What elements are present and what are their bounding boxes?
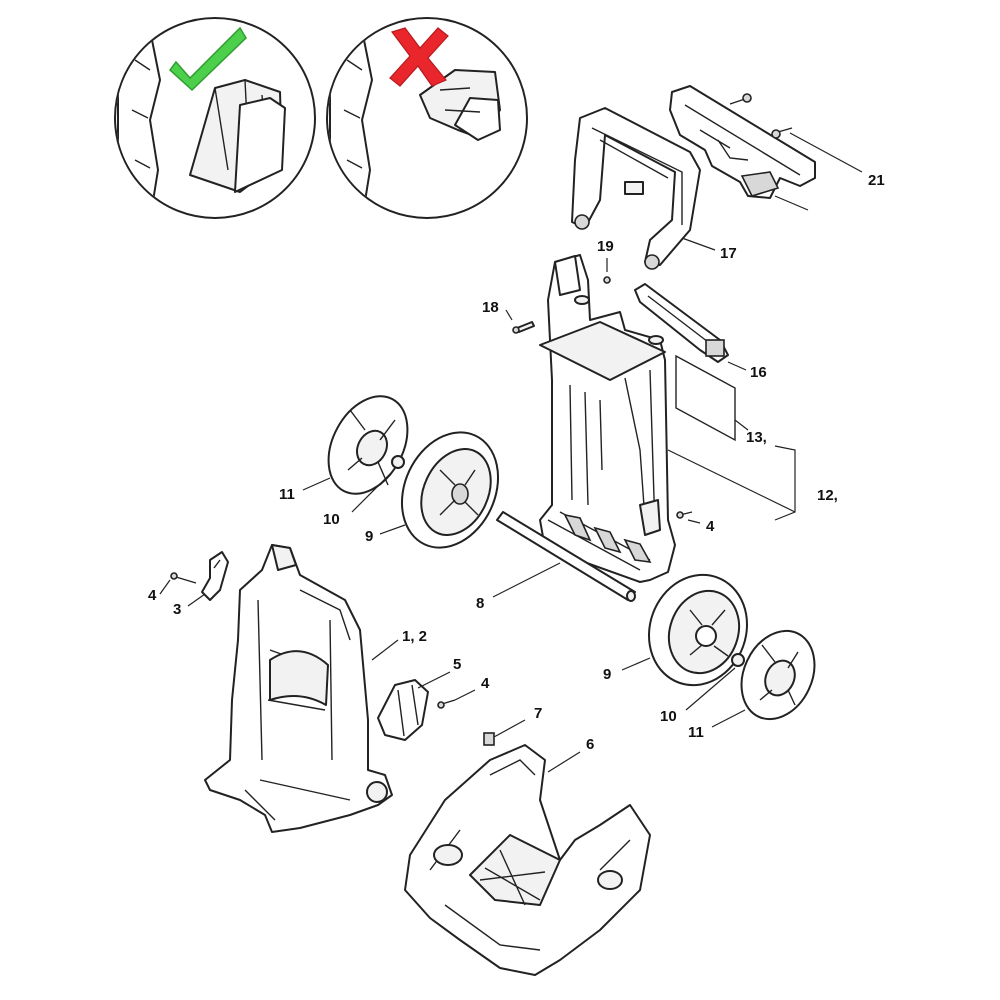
- leader-lines: [159, 132, 863, 773]
- part-9-wheel-right: [647, 573, 749, 687]
- part-18-screw: [512, 321, 535, 334]
- label-11-right: 11: [688, 724, 704, 741]
- part-7-clip: [483, 732, 495, 746]
- part-11-hubcap-right: [740, 629, 816, 721]
- label-3: 3: [173, 601, 181, 618]
- label-6: 6: [586, 736, 594, 753]
- label-19: 19: [597, 238, 614, 255]
- label-10-left: 10: [323, 511, 340, 528]
- label-4-left: 4: [148, 587, 157, 604]
- inset-correct: [114, 17, 316, 219]
- part-16-holder: [634, 283, 729, 363]
- part-13-decal: [675, 354, 736, 442]
- cross-mark-icon: [389, 27, 449, 87]
- label-13: 13,: [746, 429, 767, 446]
- part-6-base: [404, 744, 651, 976]
- inset-wrong: [326, 17, 528, 219]
- label-9-right: 9: [603, 666, 611, 683]
- part-4-screw-left: [170, 572, 197, 584]
- part-5-cover: [377, 679, 429, 741]
- label-10-right: 10: [660, 708, 677, 725]
- callout-labels: 21 17 19 18 16 13, 12, 11 10 9 4 4 3 8 1…: [148, 172, 885, 753]
- part-11-hubcap-left: [327, 395, 409, 495]
- label-18: 18: [482, 299, 499, 316]
- part-9-wheel-left: [400, 431, 500, 549]
- part-12-decal-edge: [667, 449, 796, 513]
- label-5: 5: [453, 656, 461, 673]
- check-mark-icon: [168, 26, 247, 92]
- part-1-2-housing: [204, 544, 393, 833]
- part-19-screw: [603, 258, 611, 284]
- part-17-handle: [571, 107, 701, 270]
- label-4-center: 4: [481, 675, 490, 692]
- part-3-latch: [201, 551, 229, 601]
- part-8-axle: [496, 511, 636, 602]
- part-21-bracket: [669, 85, 816, 199]
- label-7: 7: [534, 705, 542, 722]
- main-frame: [539, 254, 676, 583]
- label-1-2: 1, 2: [402, 628, 427, 645]
- part-10-washer-right: [731, 653, 745, 667]
- label-16: 16: [750, 364, 767, 381]
- part-10-washer-left: [391, 455, 405, 469]
- label-17: 17: [720, 245, 737, 262]
- label-8: 8: [476, 595, 484, 612]
- label-21: 21: [868, 172, 885, 189]
- label-4-right: 4: [706, 518, 715, 535]
- label-9-left: 9: [365, 528, 373, 545]
- part-4-screw-right: [676, 511, 693, 519]
- label-11-left: 11: [279, 486, 295, 503]
- label-12: 12,: [817, 487, 838, 504]
- part-4-screw-center: [437, 699, 456, 709]
